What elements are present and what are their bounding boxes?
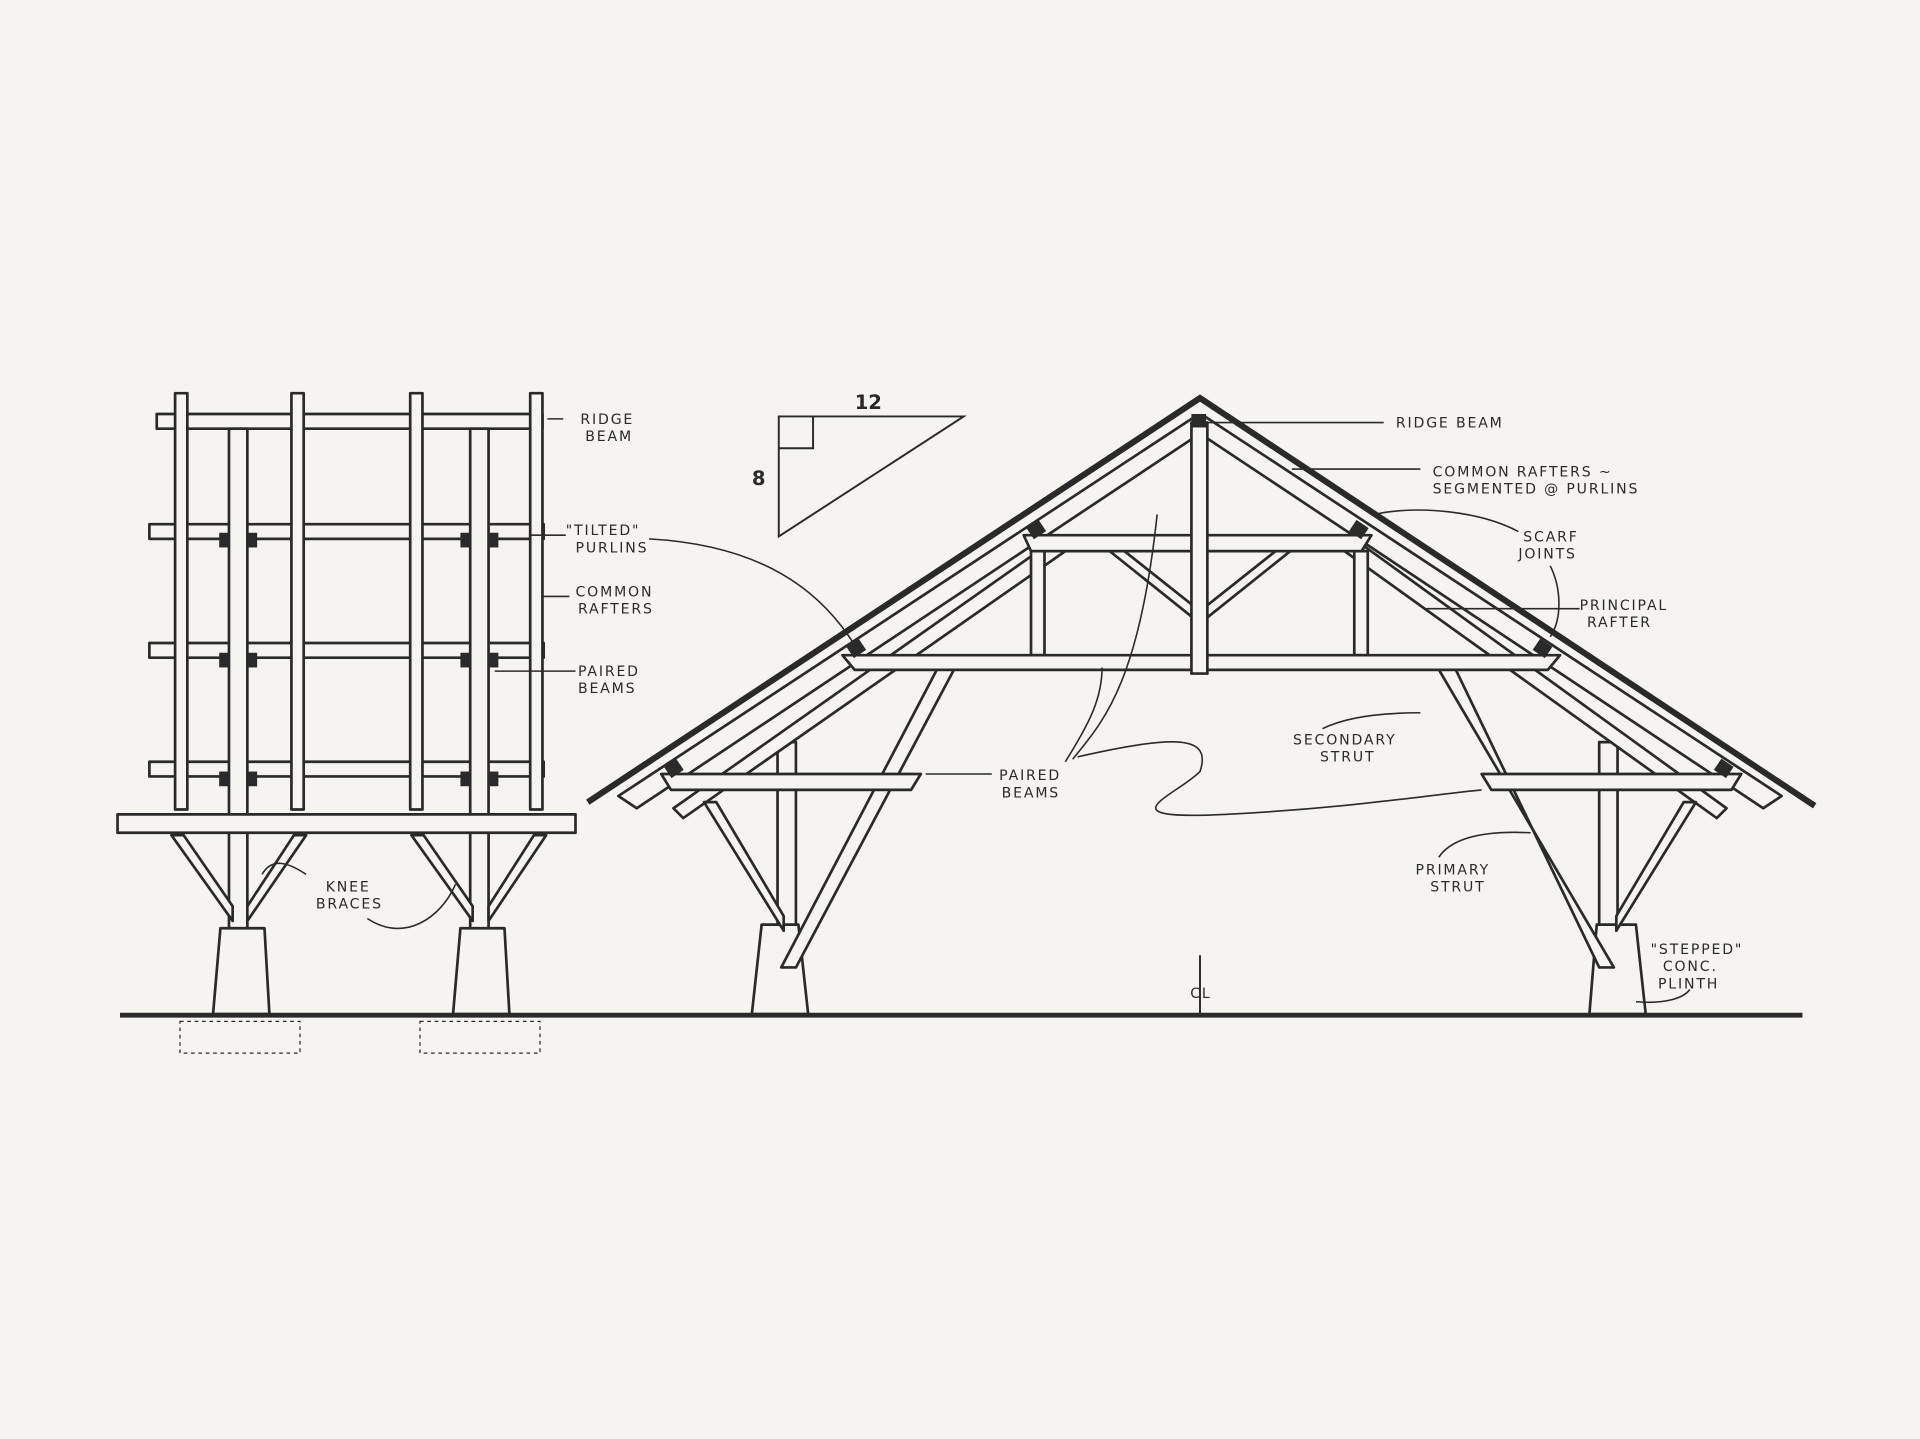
knee-brace xyxy=(702,800,786,933)
label-ridge-beam: RIDGE BEAM xyxy=(1396,415,1504,431)
common-rafter xyxy=(290,391,306,811)
plinth xyxy=(1588,923,1648,1016)
label-common-rafters-2: RAFTERS xyxy=(578,602,654,618)
label-knee-braces-2: BRACES xyxy=(316,897,383,913)
label-secondary-strut-2: STRUT xyxy=(1320,750,1375,766)
paired-beam xyxy=(1480,772,1743,792)
label-ridge-beam-2: BEAM xyxy=(585,429,633,445)
label-scarf-joints-2: JOINTS xyxy=(1517,546,1576,562)
strut xyxy=(1352,549,1370,657)
common-rafter xyxy=(173,391,189,811)
roof-pitch-diagram: 12 8 xyxy=(752,391,967,539)
label-common-rafters: COMMON RAFTERS ~ xyxy=(1433,464,1613,480)
centerline-mark: CL xyxy=(1190,986,1211,1002)
common-rafter xyxy=(528,391,544,811)
knee-brace xyxy=(487,833,548,923)
strut xyxy=(1204,543,1300,620)
strut xyxy=(1029,549,1046,657)
label-tilted-purlins-2: PURLINS xyxy=(576,540,649,556)
label-common-rafters-2: SEGMENTED @ PURLINS xyxy=(1433,482,1640,498)
truss-labels: RIDGE BEAM COMMON RAFTERS ~ SEGMENTED @ … xyxy=(925,415,1744,1004)
label-paired-beams-2: BEAMS xyxy=(578,681,636,697)
knee-brace xyxy=(170,833,234,923)
pitch-rise: 8 xyxy=(752,467,766,490)
side-elevation xyxy=(116,391,577,1054)
label-plinth-3: PLINTH xyxy=(1658,976,1719,992)
footing xyxy=(179,1020,301,1054)
plinth xyxy=(211,926,271,1016)
label-principal-rafter: PRINCIPAL xyxy=(1580,598,1669,614)
roof-line xyxy=(586,394,1817,809)
label-paired-beams-2: BEAMS xyxy=(1002,785,1060,801)
footing xyxy=(419,1020,541,1054)
truss-section: CL xyxy=(586,394,1817,1016)
knee-brace xyxy=(410,833,475,923)
label-common-rafters: COMMON xyxy=(576,584,654,600)
label-paired-beams: PAIRED xyxy=(578,664,640,680)
label-principal-rafter-2: RAFTER xyxy=(1587,615,1652,631)
label-primary-strut: PRIMARY xyxy=(1416,862,1491,878)
common-rafter xyxy=(408,391,424,811)
label-plinth-2: CONC. xyxy=(1663,959,1718,975)
post xyxy=(227,427,249,933)
knee-brace xyxy=(1614,800,1698,933)
label-primary-strut-2: STRUT xyxy=(1430,880,1485,896)
label-secondary-strut: SECONDARY xyxy=(1293,733,1397,749)
ridge-beam xyxy=(155,412,544,431)
knee-brace xyxy=(246,833,308,923)
side-labels: RIDGE BEAM "TILTED" PURLINS COMMON RAFTE… xyxy=(261,412,858,930)
label-tilted-purlins: "TILTED" xyxy=(566,523,641,539)
paired-beam xyxy=(659,772,923,792)
pitch-run: 12 xyxy=(855,391,882,414)
post xyxy=(468,427,490,933)
label-scarf-joints: SCARF xyxy=(1523,529,1578,545)
eave-beam xyxy=(116,813,577,835)
label-ridge-beam: RIDGE xyxy=(580,412,634,428)
label-paired-beams: PAIRED xyxy=(999,768,1061,784)
label-plinth: "STEPPED" xyxy=(1651,942,1744,958)
plinth xyxy=(451,926,511,1016)
label-knee-braces: KNEE xyxy=(326,880,371,896)
king-post xyxy=(1190,421,1209,675)
